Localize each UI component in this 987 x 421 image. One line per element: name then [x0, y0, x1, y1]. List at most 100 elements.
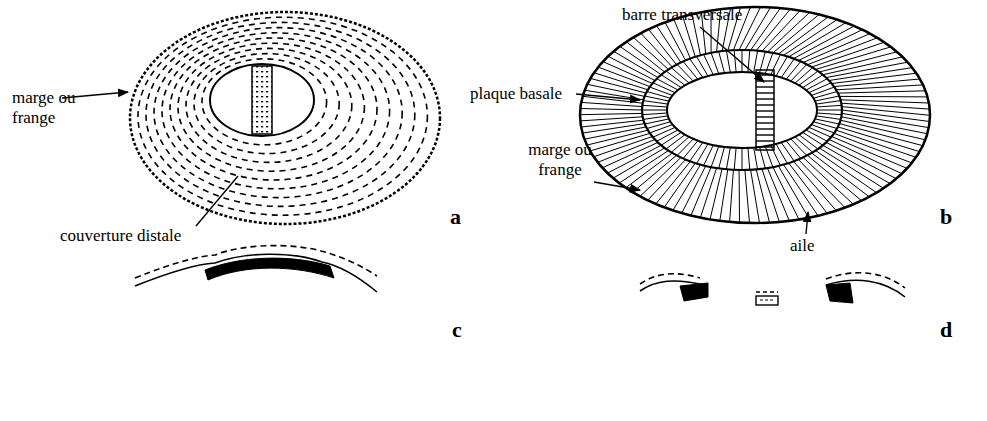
part-label: aile	[790, 236, 815, 256]
basal-plate-element	[666, 135, 685, 149]
basal-plate-element	[690, 59, 703, 78]
basal-plate-element	[813, 122, 837, 129]
basal-plate-element	[811, 125, 834, 134]
radial-element	[664, 163, 695, 207]
basal-plate-element	[653, 127, 675, 137]
basal-plate-element	[661, 132, 681, 145]
basal-plate-element	[719, 52, 725, 73]
radial-element	[839, 96, 927, 98]
basal-plate-element	[815, 96, 839, 101]
radial-element	[842, 107, 930, 116]
basal-plate-element	[704, 55, 714, 75]
radial-element	[812, 153, 870, 197]
basal-plate-element	[683, 141, 698, 159]
basal-plate-element	[697, 144, 708, 164]
radial-element	[673, 165, 701, 211]
radial-element	[823, 145, 890, 183]
radial-element	[620, 46, 661, 74]
basal-plate-element	[806, 79, 827, 90]
radial-element	[789, 163, 828, 213]
radial-element	[784, 165, 819, 216]
basal-plate-element	[795, 137, 813, 153]
basal-plate-element	[809, 83, 831, 93]
radial-element	[700, 168, 716, 218]
radial-element	[841, 100, 929, 103]
basal-plate-element	[817, 105, 842, 107]
basal-plate-element	[650, 87, 673, 96]
radial-element	[710, 169, 722, 220]
basal-plate-element	[650, 125, 673, 134]
basal-plate-element	[816, 116, 841, 120]
basal-plate-element	[742, 50, 743, 72]
radial-element	[619, 151, 668, 184]
basal-plate-element	[803, 75, 823, 88]
basal-plate-element	[781, 59, 794, 78]
part-label: plaque basale	[470, 84, 562, 104]
radial-element	[762, 11, 800, 52]
basal-plate-element	[791, 139, 807, 156]
radial-element	[633, 37, 668, 69]
radial-element	[598, 140, 655, 163]
basal-plate-element	[734, 148, 736, 170]
basal-plate-element	[661, 75, 681, 88]
radial-element	[674, 19, 691, 58]
radial-element	[826, 142, 896, 178]
radial-element	[665, 22, 686, 60]
basal-plate-element	[809, 127, 831, 137]
basal-plate-element	[677, 139, 693, 156]
radial-element	[641, 33, 673, 67]
basal-plate-element	[671, 137, 689, 153]
basal-plate-element	[666, 71, 685, 85]
radial-element	[598, 67, 650, 87]
part-label: couverture distale	[60, 226, 181, 246]
radial-element	[633, 155, 677, 192]
distal-shield-texture	[202, 59, 327, 145]
basal-plate-element	[742, 148, 743, 170]
radial-element	[762, 169, 780, 222]
cross-section-d	[640, 273, 905, 305]
distal-shield-texture	[154, 28, 402, 198]
basal-plate-element	[811, 87, 834, 96]
basal-plate-element	[647, 92, 671, 99]
part-label: marge ou frange	[520, 140, 600, 180]
radial-element	[829, 140, 902, 174]
part-label: marge ou frange	[12, 88, 112, 128]
basal-plate-element	[817, 113, 842, 115]
radial-element	[745, 7, 771, 50]
basal-plate-element	[817, 110, 842, 111]
radial-element	[778, 166, 808, 218]
radial-element	[583, 124, 645, 134]
basal-plate-element	[642, 110, 667, 111]
radial-element	[841, 117, 927, 134]
basal-plate-element	[786, 141, 801, 159]
radial-element	[581, 102, 642, 106]
basal-plate-element	[642, 105, 667, 107]
basal-plate-element	[677, 64, 693, 81]
basal-plate-element	[643, 116, 668, 120]
radial-element	[745, 170, 750, 223]
basal-plate-element	[786, 62, 801, 80]
basal-plate-element	[643, 101, 668, 105]
radial-element	[816, 47, 891, 70]
radial-element	[581, 120, 643, 127]
radial-element	[608, 56, 655, 80]
basal-plate-element	[719, 147, 725, 168]
basal-plate-element	[806, 130, 827, 141]
panel-letter: b	[940, 205, 952, 229]
distal-shield-texture	[170, 38, 377, 180]
radial-element	[648, 160, 686, 201]
radial-element	[602, 142, 658, 167]
radial-element	[594, 137, 653, 157]
part-label: barre transversale	[622, 5, 742, 25]
radial-element	[613, 148, 665, 178]
basal-plate-element	[748, 148, 750, 170]
distal-shield-texture	[194, 54, 339, 154]
basal-plate-element	[645, 119, 669, 124]
placolith-distal-view	[130, 12, 440, 224]
basal-plate-element	[803, 132, 823, 145]
basal-plate-element	[726, 51, 730, 73]
basal-plate-element	[653, 83, 675, 93]
radial-element	[626, 153, 673, 188]
